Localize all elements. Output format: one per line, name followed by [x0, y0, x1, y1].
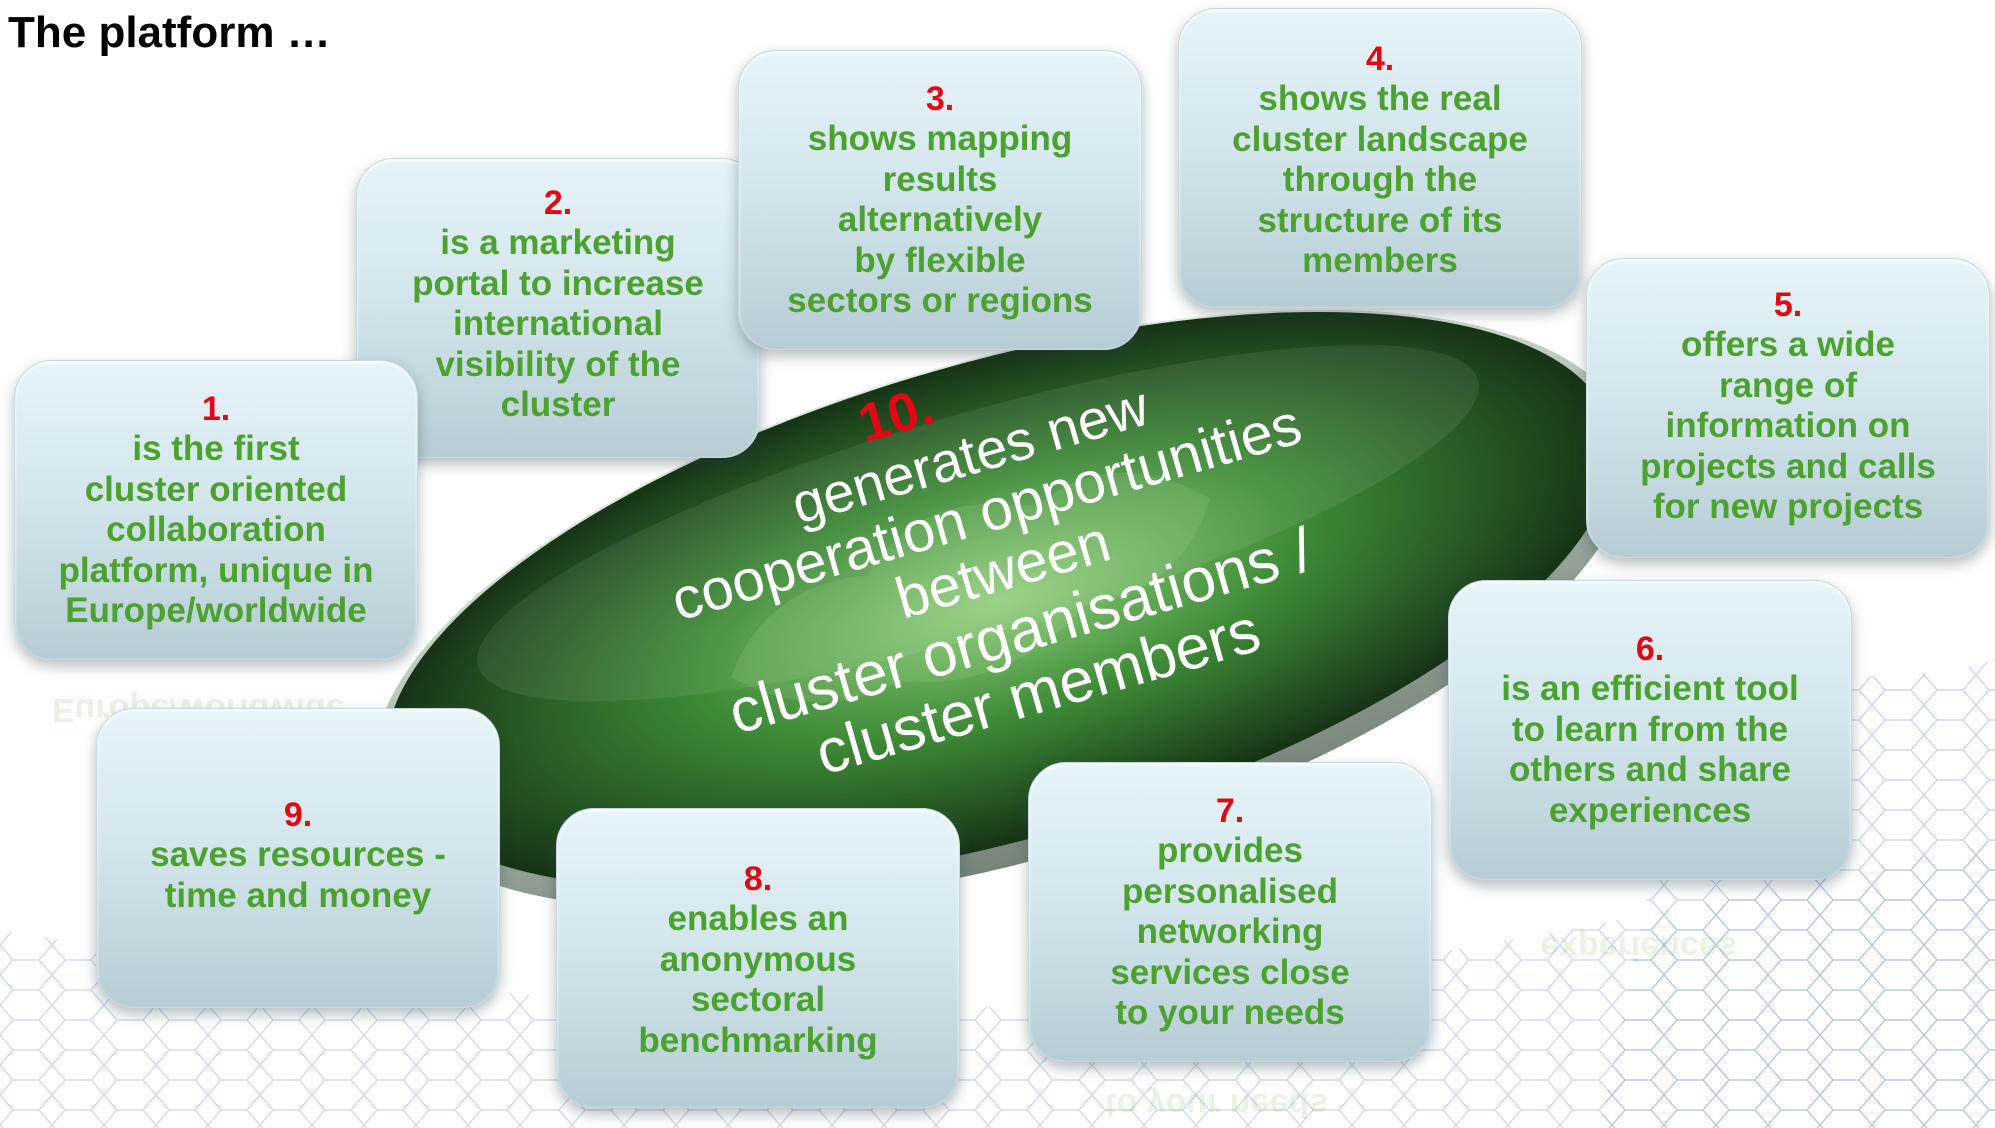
card-item-5: 5. offers a wide range of information on… — [1586, 258, 1990, 558]
card-number: 5. — [1773, 286, 1803, 324]
card-number: 1. — [201, 390, 231, 428]
card-item-2: 2. is a marketing portal to increase int… — [356, 158, 760, 458]
card-item-8: 8. enables an anonymous sectoral benchma… — [556, 808, 960, 1108]
page-title: The platform … — [8, 8, 331, 57]
card-number: 8. — [743, 860, 773, 898]
card-number: 2. — [543, 184, 573, 222]
card-text: is a marketing portal to increase intern… — [412, 223, 704, 424]
card-text: enables an anonymous sectoral benchmarki… — [638, 899, 878, 1060]
card-number: 7. — [1215, 792, 1245, 830]
card-number: 9. — [283, 796, 313, 834]
card-item-1: 1. is the first cluster oriented collabo… — [14, 360, 418, 660]
card-number: 6. — [1635, 630, 1665, 668]
card-text: provides personalised networking service… — [1110, 831, 1350, 1032]
card-text: shows the real cluster landscape through… — [1232, 79, 1528, 280]
card-text: saves resources - time and money — [150, 835, 446, 915]
card-item-9: 9. saves resources - time and money — [96, 708, 500, 1008]
card-reflection: experiences — [1540, 929, 1737, 967]
card-number: 3. — [925, 80, 955, 118]
card-item-7: 7. provides personalised networking serv… — [1028, 762, 1432, 1062]
card-text: shows mapping results alternatively by f… — [787, 119, 1093, 320]
card-number: 4. — [1365, 40, 1395, 78]
card-item-6: 6. is an efficient tool to learn from th… — [1448, 580, 1852, 880]
card-item-4: 4. shows the real cluster landscape thro… — [1178, 8, 1582, 308]
card-text: is the first cluster oriented collaborat… — [58, 429, 374, 630]
card-text: offers a wide range of information on pr… — [1640, 325, 1936, 526]
card-reflection: to your needs — [1105, 1086, 1328, 1124]
card-item-3: 3. shows mapping results alternatively b… — [738, 50, 1142, 350]
card-text: is an efficient tool to learn from the o… — [1501, 669, 1799, 830]
